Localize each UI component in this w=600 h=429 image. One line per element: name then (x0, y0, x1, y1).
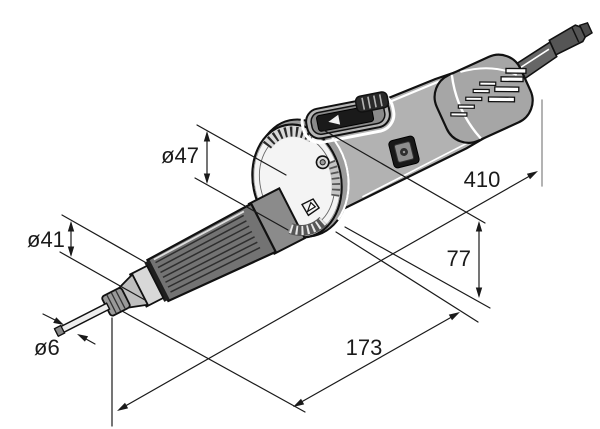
arrowhead (53, 317, 64, 325)
dimension-height-77: 77 (319, 127, 491, 309)
arrowhead (67, 246, 75, 257)
direction-arrow-icon (306, 201, 317, 213)
grinder-illustration (53, 21, 593, 338)
dim-label-diameter-41: ø41 (27, 227, 65, 252)
extension-line (344, 226, 491, 309)
arrowhead (117, 402, 129, 411)
grip-front-ring (144, 259, 170, 302)
vent-slits-large (487, 67, 527, 103)
arrowhead (203, 173, 211, 184)
bottom-highlight (362, 136, 479, 198)
arrowhead (475, 287, 483, 298)
switch-triangle-icon (328, 114, 341, 125)
switch-thumb-pad (354, 91, 390, 113)
grip-highlight (153, 210, 245, 261)
dim-label-length-410: 410 (464, 167, 501, 192)
dim-label-diameter-47: ø47 (161, 143, 199, 168)
extension-line (196, 124, 287, 176)
arrowhead (526, 171, 538, 180)
extension-line (61, 214, 151, 266)
clamp-crescent-teeth (327, 159, 341, 197)
collet-ridge (106, 294, 117, 314)
front-assembly (53, 187, 307, 338)
label-plate (388, 135, 420, 169)
extension-line (59, 251, 146, 301)
spindle-tip (53, 324, 66, 338)
screw-center (319, 159, 326, 166)
arrowhead (293, 398, 305, 407)
extension-line (121, 310, 306, 413)
dimension-line (295, 313, 458, 406)
arrowhead (67, 221, 75, 232)
collet-ridge (115, 290, 126, 309)
grip-ribs (155, 214, 261, 293)
extension-line (194, 177, 289, 231)
knurl-band-bottom (288, 217, 327, 235)
extension-line (319, 127, 486, 224)
leader-line (85, 338, 96, 345)
arrowhead (203, 131, 211, 142)
switch-halo (300, 92, 396, 144)
leader-line (42, 313, 56, 321)
arrowhead (77, 334, 89, 342)
arrowhead (448, 312, 460, 321)
cap-seam-highlight (450, 74, 482, 140)
dimensions: ø47 ø41 ø6 410 (27, 99, 543, 427)
switch-assembly (300, 91, 396, 144)
dimension-diameter-41: ø41 (27, 214, 151, 301)
label-emblem-dot (402, 150, 406, 154)
dimension-length-173: 173 (121, 231, 479, 413)
dim-label-length-173: 173 (346, 335, 383, 360)
dim-label-diameter-6: ø6 (34, 335, 60, 360)
dim-label-height-77: 77 (447, 246, 471, 271)
dimension-diameter-47: ø47 (161, 124, 289, 231)
dimension-diameter-6: ø6 (34, 313, 96, 360)
collet-ridge (110, 292, 122, 312)
extension-line (335, 231, 479, 323)
grip (145, 202, 278, 303)
arrowhead (475, 221, 483, 232)
vent-slits-small (450, 81, 497, 117)
